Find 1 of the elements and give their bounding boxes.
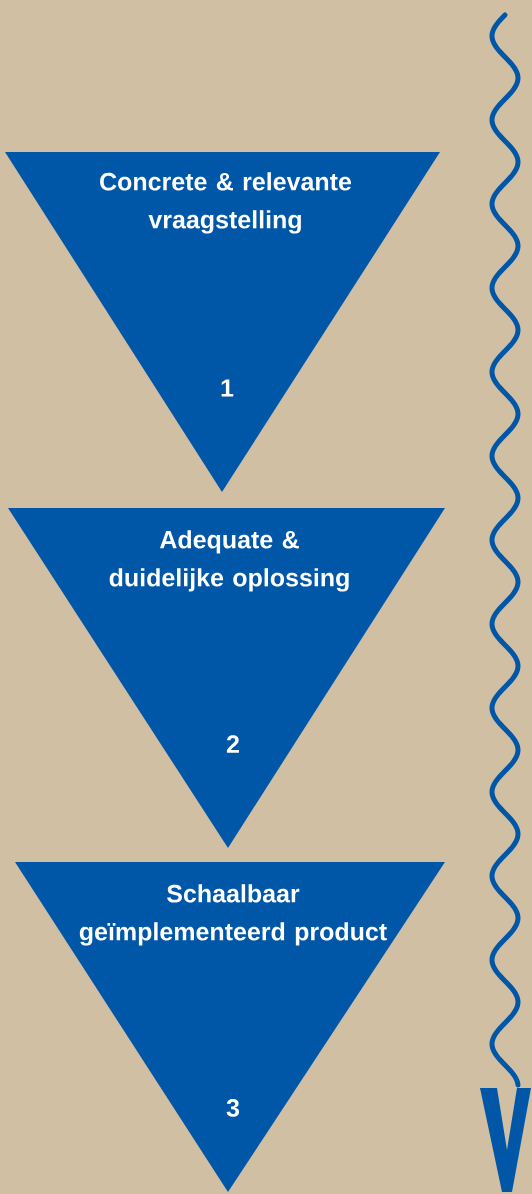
- triangle-box: Schaalbaar geïmplementeerd product 3: [15, 862, 445, 1192]
